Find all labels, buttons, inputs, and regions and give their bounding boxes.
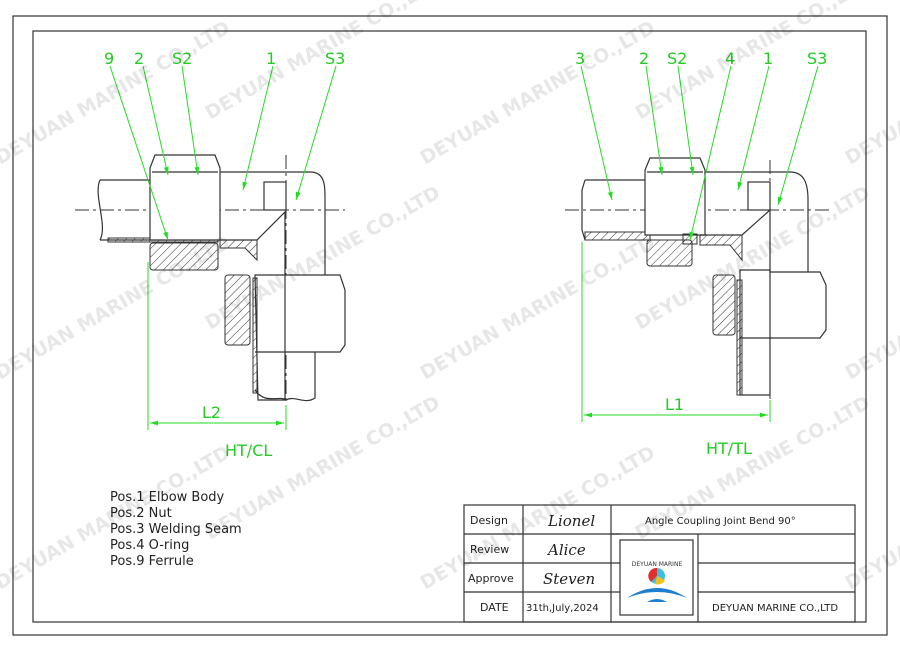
callout-4: 4 xyxy=(725,49,735,68)
approve-label: Approve xyxy=(468,572,514,585)
weld-pipe xyxy=(581,179,645,241)
watermark-text: DEYUAN MARINE CO.,LTD xyxy=(842,17,900,170)
callout-3: 3 xyxy=(575,49,585,68)
watermark-text: DEYUAN MARINE CO.,LTD xyxy=(417,442,659,595)
watermark-text: DEYUAN MARINE CO.,LTD xyxy=(842,232,900,385)
watermark-text: DEYUAN MARINE CO.,LTD xyxy=(417,17,659,170)
date-value: 31th,July,2024 xyxy=(526,603,599,614)
watermark-text: DEYUAN MARINE CO.,LTD xyxy=(0,17,234,170)
callout-s3: S3 xyxy=(325,49,345,68)
drawing-title: Angle Coupling Joint Bend 90° xyxy=(645,516,796,527)
right-view-annotations: 3 2 S2 4 1 S3 L1 HT/TL xyxy=(575,49,827,458)
callout-s2: S2 xyxy=(172,49,192,68)
design-signature: Lionel xyxy=(547,512,595,530)
callout-s2: S2 xyxy=(667,49,687,68)
dimension-l1: L1 xyxy=(665,395,684,414)
type-label-ht-tl: HT/TL xyxy=(706,439,752,458)
watermark-text: DEYUAN MARINE CO.,LTD xyxy=(202,0,444,124)
right-view-drawing xyxy=(565,157,830,405)
parts-legend: Pos.1 Elbow Body Pos.2 Nut Pos.3 Welding… xyxy=(110,490,242,569)
company-name: DEYUAN MARINE CO.,LTD xyxy=(712,603,838,614)
date-label: DATE xyxy=(480,601,509,614)
title-block: Design Review Approve DATE Lionel Alice … xyxy=(463,504,856,623)
watermark-text: DEYUAN MARINE CO.,LTD xyxy=(417,232,659,385)
outer-frame xyxy=(12,15,888,636)
type-label-ht-cl: HT/CL xyxy=(225,441,272,460)
nut xyxy=(149,154,221,241)
legend-item: Pos.2 Nut xyxy=(110,506,172,521)
watermark-text: DEYUAN MARINE CO.,LTD xyxy=(0,232,234,385)
callout-9: 9 xyxy=(104,49,114,68)
inner-frame xyxy=(32,30,867,623)
callout-2: 2 xyxy=(639,49,649,68)
left-view-annotations: 9 2 S2 1 S3 L2 HT/CL xyxy=(104,49,345,460)
review-signature: Alice xyxy=(546,541,586,559)
callout-1: 1 xyxy=(266,49,276,68)
legend-item: Pos.4 O-ring xyxy=(110,538,189,553)
callout-s3: S3 xyxy=(807,49,827,68)
left-view-drawing xyxy=(75,154,346,405)
company-logo-frame xyxy=(619,539,694,616)
approve-signature: Steven xyxy=(543,570,595,588)
watermark-text: DEYUAN MARINE CO.,LTD xyxy=(0,442,234,595)
callout-1: 1 xyxy=(763,49,773,68)
review-label: Review xyxy=(470,543,509,556)
logo-text: DEYUAN MARINE xyxy=(632,561,683,568)
legend-item: Pos.1 Elbow Body xyxy=(110,490,225,505)
watermark-text: DEYUAN MARINE CO.,LTD xyxy=(842,442,900,595)
watermark-text: DEYUAN MARINE CO.,LTD xyxy=(202,392,444,545)
design-label: Design xyxy=(470,514,508,527)
legend-item: Pos.3 Welding Seam xyxy=(110,522,242,537)
nut xyxy=(644,157,706,236)
dimension-l2: L2 xyxy=(202,403,221,422)
callout-2: 2 xyxy=(134,49,144,68)
legend-item: Pos.9 Ferrule xyxy=(110,554,194,569)
company-logo: DEYUAN MARINE xyxy=(627,561,687,602)
elbow-body xyxy=(220,171,326,280)
